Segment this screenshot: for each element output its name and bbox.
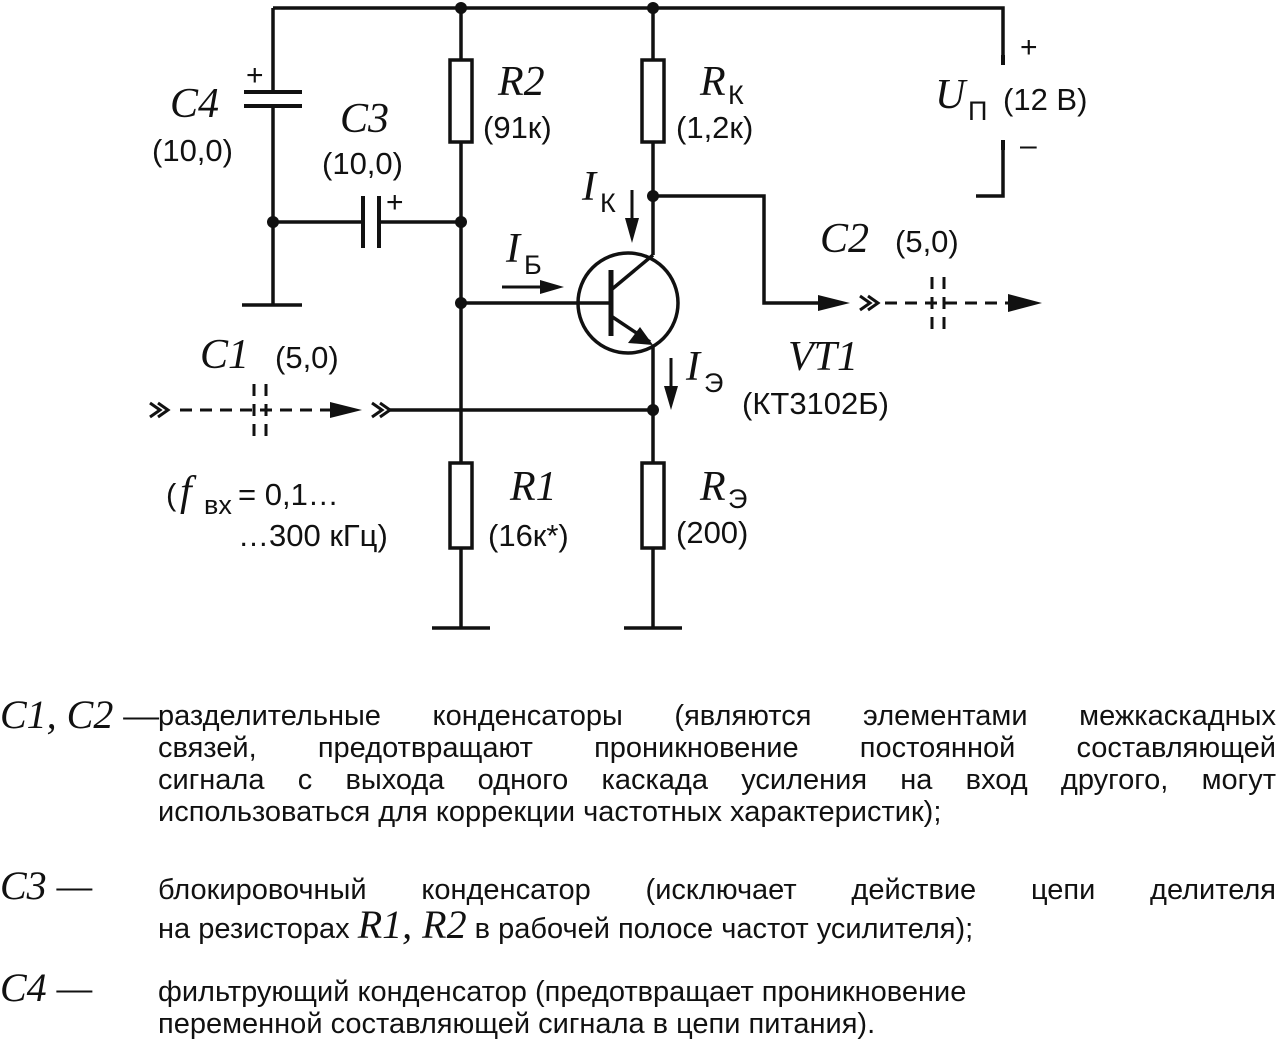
c3-capacitor xyxy=(361,196,381,248)
ik-subscript: К xyxy=(600,188,616,218)
re-value: (200) xyxy=(676,515,748,550)
supply-wire xyxy=(976,140,1005,198)
top-rail-wire xyxy=(273,6,1005,55)
description-line: связей, предотвращают проникновение пост… xyxy=(158,732,1276,764)
r2-label: R2 xyxy=(497,59,545,105)
vt1-value: (КТ3102Б) xyxy=(742,386,889,421)
vt1-transistor xyxy=(576,251,680,355)
rk-value: (1,2к) xyxy=(676,110,753,145)
collector-out-wire xyxy=(653,194,818,305)
rk-resistor xyxy=(640,58,666,144)
rk-subscript: К xyxy=(728,80,744,110)
junction-dot xyxy=(267,216,279,228)
supply-minus: – xyxy=(1020,129,1037,162)
c1-arrow-icon xyxy=(330,402,362,418)
supply-plus: + xyxy=(1020,31,1038,64)
junction-dot xyxy=(455,297,467,309)
emitter-arrow-icon xyxy=(628,327,653,345)
r2-value: (91к) xyxy=(483,110,552,145)
junction-dot xyxy=(455,216,467,228)
re-subscript: Э xyxy=(728,484,747,514)
c2-label: C2 xyxy=(820,216,869,262)
c2-chevron-icon xyxy=(859,294,881,312)
component-descriptions: C1, C2 — разделительные конденсаторы (яв… xyxy=(0,678,1280,1051)
ie-arrow-icon xyxy=(664,386,678,410)
description-symbol: R1, R2 xyxy=(357,906,467,947)
description-term: C3 — xyxy=(0,863,93,908)
description-line: переменной составляющей сигнала в цепи п… xyxy=(158,1008,876,1040)
c2-arrow-icon xyxy=(818,295,850,311)
freq-subscript: вх xyxy=(204,490,232,520)
circuit-diagram: + C4 (10,0) C3 (10,0) + R2 (91к) R К (1,… xyxy=(149,2,1087,630)
c2-capacitor xyxy=(930,277,946,330)
junction-dot xyxy=(455,2,467,14)
c4-capacitor xyxy=(244,90,302,108)
c3-value: (10,0) xyxy=(322,146,403,181)
freq-range-end: …300 кГц) xyxy=(238,518,388,553)
description-line: фильтрующий конденсатор (предотвращает п… xyxy=(158,976,967,1008)
junction-dot xyxy=(647,404,659,416)
c1-label: C1 xyxy=(200,332,249,378)
freq-open: ( xyxy=(166,477,177,512)
c2-value: (5,0) xyxy=(895,224,959,259)
re-label: R xyxy=(699,464,726,510)
input-chevron-icon xyxy=(371,401,393,419)
description-line: сигнала с выхода одного каскада усиления… xyxy=(158,764,1276,796)
c4-value: (10,0) xyxy=(152,133,233,168)
ib-label: I xyxy=(505,226,522,272)
description-term: C4 — xyxy=(0,965,93,1010)
description-term: C1, C2 — xyxy=(0,692,159,737)
r1-resistor xyxy=(448,461,474,550)
rk-label: R xyxy=(699,59,726,105)
supply-subscript: П xyxy=(968,96,987,126)
vt1-label: VT1 xyxy=(788,334,858,380)
description-line: блокировочный конденсатор (исключает дей… xyxy=(158,874,1276,906)
supply-label: U xyxy=(935,72,968,118)
r1-value: (16к*) xyxy=(488,518,569,553)
description-line: разделительные конденсаторы (являются эл… xyxy=(158,700,1276,732)
description-text-part: на резисторах xyxy=(158,913,358,945)
c3-polarity: + xyxy=(386,186,404,219)
description-text-part: в рабочей полосе частот усилителя); xyxy=(466,913,974,945)
ie-label: I xyxy=(685,344,702,390)
junction-dot xyxy=(647,190,659,202)
c4-polarity: + xyxy=(246,59,264,92)
freq-range-start: = 0,1… xyxy=(238,477,339,512)
re-resistor xyxy=(640,461,666,550)
c2-out-arrow-icon xyxy=(1008,294,1042,312)
ie-subscript: Э xyxy=(704,368,723,398)
ib-arrow-icon xyxy=(540,280,564,294)
c3-label: C3 xyxy=(340,96,389,142)
description-text: разделительные конденсаторы (являются эл… xyxy=(158,700,1276,828)
c1-value: (5,0) xyxy=(275,340,339,375)
r1-label: R1 xyxy=(509,464,557,510)
ib-subscript: Б xyxy=(524,250,542,280)
supply-value: (12 В) xyxy=(1003,82,1087,117)
junction-dot xyxy=(647,2,659,14)
freq-symbol: f xyxy=(180,469,197,515)
c1-input-chevron-icon xyxy=(149,401,171,419)
description-text: блокировочный конденсатор (исключает дей… xyxy=(158,874,1276,948)
description-text: фильтрующий конденсатор (предотвращает п… xyxy=(158,976,1276,1040)
r2-resistor xyxy=(448,58,474,144)
description-line: на резисторах R1, R2 в рабочей полосе ча… xyxy=(158,906,1276,948)
ik-label: I xyxy=(581,164,598,210)
ik-arrow-icon xyxy=(625,218,639,243)
c1-capacitor xyxy=(252,384,268,438)
description-line: использоваться для коррекции частотных х… xyxy=(158,796,942,828)
c4-label: C4 xyxy=(170,81,219,127)
